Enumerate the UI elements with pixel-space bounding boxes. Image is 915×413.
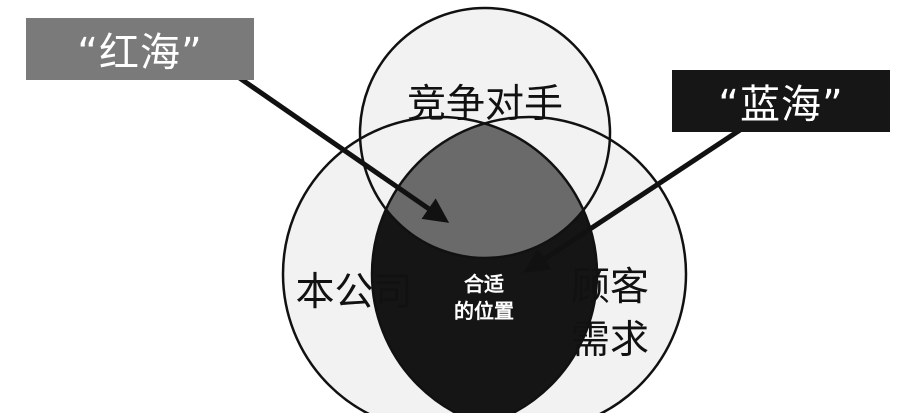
red-ocean-callout: “红海” bbox=[26, 18, 254, 80]
fit-label-line2: 的位置 bbox=[454, 299, 514, 323]
customer-label-line2: 需求 bbox=[571, 318, 649, 363]
red-ocean-arrow bbox=[226, 67, 450, 223]
blue-ocean-callout: “蓝海” bbox=[672, 70, 890, 132]
red-ocean-label: “红海” bbox=[77, 30, 203, 76]
company-label: 本公司 bbox=[295, 270, 412, 315]
competitor-label: 竞争对手 bbox=[407, 82, 563, 127]
fit-label-line1: 合适 bbox=[464, 272, 504, 296]
blue-ocean-arrow bbox=[523, 123, 748, 273]
customer-label-line1: 顾客 bbox=[571, 265, 649, 310]
red-ocean-region bbox=[372, 117, 597, 258]
blue-ocean-label: “蓝海” bbox=[718, 82, 844, 128]
